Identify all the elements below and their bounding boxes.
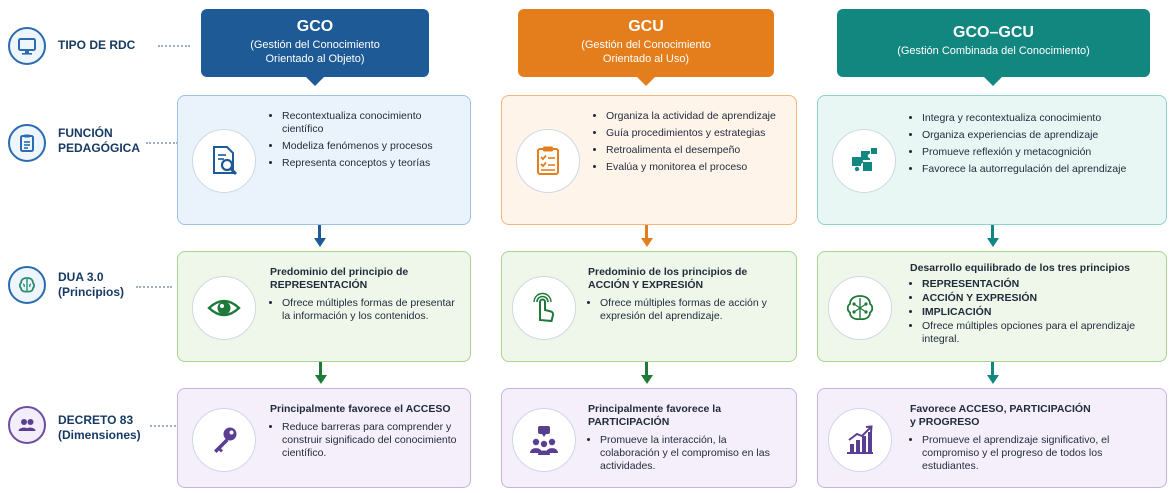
card-title: Predominio de los principios de ACCIÓN Y… [588, 266, 748, 291]
card-decreto-gco: Principalmente favorece el ACCESO Reduce… [177, 388, 471, 488]
key-icon [192, 408, 256, 472]
connector-line [319, 362, 322, 376]
row-label-tipo: TIPO DE RDC [58, 38, 136, 52]
hand-tap-icon [512, 276, 576, 340]
clipboard-icon [8, 124, 46, 162]
row-label-decreto: DECRETO 83(Dimensiones) [58, 413, 141, 442]
card-funcion-gco-gcu: Integra y recontextualiza conocimiento O… [817, 95, 1167, 225]
card-text: Predominio del principio de REPRESENTACI… [270, 266, 462, 327]
card-title: Desarrollo equilibrado de los tres princ… [910, 262, 1130, 274]
connector-arrow [986, 238, 999, 247]
list-item: Favorece la autorregulación del aprendiz… [922, 163, 1158, 176]
list-item: Modeliza fenómenos y procesos [282, 140, 460, 153]
list-item: ACCIÓN Y EXPRESIÓN [922, 292, 1162, 305]
list-item: REPRESENTACIÓN [922, 278, 1162, 291]
card-text: Organiza la actividad de aprendizaje Guí… [594, 110, 790, 178]
list-item: Ofrece múltiples formas de presentar la … [282, 297, 462, 323]
connector-line [991, 362, 994, 376]
brain-circuit-icon [828, 276, 892, 340]
header-gcu: GCU (Gestión del Conocimiento Orientado … [518, 9, 774, 77]
card-funcion-gco: Recontextualiza conocimiento científico … [177, 95, 471, 225]
header-arrow [984, 77, 1002, 86]
growth-chart-icon [828, 408, 892, 472]
brain-icon [8, 266, 46, 304]
list-item: Ofrece múltiples formas de acción y expr… [600, 297, 790, 323]
connector-line [645, 362, 648, 376]
list-item: Guía procedimientos y estrategias [606, 127, 790, 140]
connector-line [991, 225, 994, 239]
list-item: Promueve reflexión y metacognición [922, 146, 1158, 159]
card-title: Principalmente favorece el ACCESO [270, 403, 451, 415]
card-text: Desarrollo equilibrado de los tres princ… [910, 262, 1162, 350]
list-item: Promueve la interacción, la colaboración… [600, 434, 788, 473]
connector-line [318, 225, 321, 239]
card-text: Principalmente favorece la PARTICIPACIÓN… [588, 403, 788, 477]
row-divider [150, 425, 176, 427]
card-funcion-gcu: Organiza la actividad de aprendizaje Guí… [501, 95, 797, 225]
row-divider [158, 45, 190, 47]
header-arrow [637, 77, 655, 86]
card-dua-gcu: Predominio de los principios de ACCIÓN Y… [501, 251, 797, 362]
people-icon [8, 406, 46, 444]
checklist-icon [516, 129, 580, 193]
monitor-icon [8, 27, 46, 65]
list-item: Recontextualiza conocimiento científico [282, 110, 460, 136]
list-item: Integra y recontextualiza conocimiento [922, 112, 1158, 125]
card-text: Recontextualiza conocimiento científico … [270, 110, 460, 174]
list-item: Evalúa y monitorea el proceso [606, 161, 790, 174]
header-arrow [306, 77, 324, 86]
connector-arrow [314, 375, 327, 384]
card-text: Principalmente favorece el ACCESO Reduce… [270, 403, 464, 464]
row-divider [146, 142, 178, 144]
group-chat-icon [512, 408, 576, 472]
card-decreto-gcu: Principalmente favorece la PARTICIPACIÓN… [501, 388, 797, 488]
card-title: Predominio del principio de REPRESENTACI… [270, 266, 409, 291]
row-divider [136, 286, 172, 288]
connector-arrow [640, 375, 653, 384]
header-gco: GCO (Gestión del Conocimiento Orientado … [201, 9, 429, 77]
list-item: Reduce barreras para comprender y constr… [282, 421, 464, 460]
header-gco-gcu: GCO–GCU (Gestión Combinada del Conocimie… [837, 9, 1150, 77]
connector-arrow [986, 375, 999, 384]
list-item: IMPLICACIÓN [922, 306, 1162, 319]
row-label-dua: DUA 3.0(Principios) [58, 270, 125, 299]
card-dua-gco: Predominio del principio de REPRESENTACI… [177, 251, 471, 362]
connector-arrow [313, 238, 326, 247]
list-item: Ofrece múltiples opciones para el aprend… [922, 320, 1162, 346]
card-title: Principalmente favorece la PARTICIPACIÓN [588, 403, 722, 428]
document-search-icon [192, 129, 256, 193]
puzzle-icon [832, 129, 896, 193]
card-text: Integra y recontextualiza conocimiento O… [910, 112, 1158, 180]
list-item: Promueve el aprendizaje significativo, e… [922, 434, 1160, 473]
list-item: Organiza experiencias de aprendizaje [922, 129, 1158, 142]
card-dua-gco-gcu: Desarrollo equilibrado de los tres princ… [817, 251, 1167, 362]
connector-line [645, 225, 648, 239]
list-item: Representa conceptos y teorías [282, 157, 460, 170]
list-item: Retroalimenta el desempeño [606, 144, 790, 157]
eye-icon [192, 276, 256, 340]
connector-arrow [640, 238, 653, 247]
card-text: Predominio de los principios de ACCIÓN Y… [588, 266, 790, 327]
list-item: Organiza la actividad de aprendizaje [606, 110, 790, 123]
